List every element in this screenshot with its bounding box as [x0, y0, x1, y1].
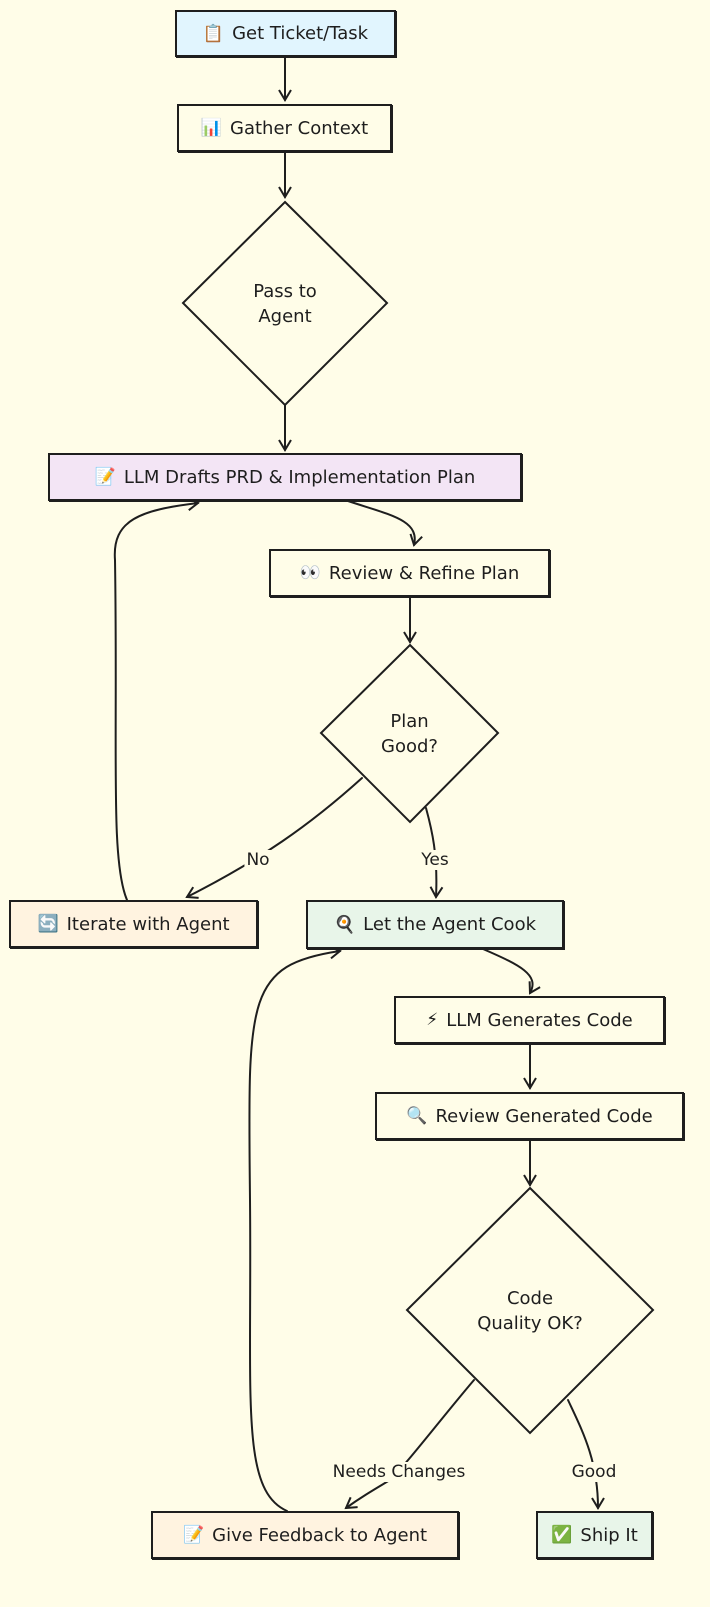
clipboard-icon: 📋 — [202, 23, 225, 44]
memo-icon: 📝 — [94, 467, 116, 487]
node-iterate[interactable]: 🔄 Iterate with Agent — [9, 900, 258, 948]
node-label: Give Feedback to Agent — [212, 1524, 428, 1546]
node-label: Iterate with Agent — [66, 913, 230, 935]
diamond-label-line2: Agent — [258, 305, 312, 327]
node-code-quality[interactable]: Code Quality OK? — [407, 1188, 653, 1433]
node-label: LLM Generates Code — [446, 1009, 633, 1031]
diamond-label-line1: Plan — [390, 710, 429, 732]
edge-label-needs-changes: Needs Changes — [330, 1462, 468, 1482]
node-gather-context[interactable]: 📊 Gather Context — [177, 104, 392, 152]
edge-plangood-no — [185, 777, 363, 899]
node-label: Gather Context — [230, 117, 369, 139]
check-mark-icon: ✅ — [551, 1525, 573, 1545]
edge-quality-good — [567, 1399, 605, 1510]
node-pass-to-agent[interactable]: Pass to Agent — [183, 202, 387, 405]
node-label: Let the Agent Cook — [363, 914, 537, 935]
node-label: Review Generated Code — [435, 1105, 653, 1127]
node-give-feedback[interactable]: 📝 Give Feedback to Agent — [151, 1511, 459, 1559]
edge-label-no: No — [244, 850, 272, 870]
node-label: Ship It — [580, 1524, 638, 1546]
edge-label-yes: Yes — [419, 850, 451, 870]
edge-feedback-to-cook — [248, 945, 342, 1512]
node-review-refine[interactable]: 👀 Review & Refine Plan — [269, 549, 550, 597]
node-label: LLM Drafts PRD & Implementation Plan — [123, 466, 476, 488]
eyes-icon: 👀 — [299, 563, 321, 583]
node-plan-good[interactable]: Plan Good? — [321, 645, 498, 822]
edge-drafts-to-review — [347, 500, 423, 547]
node-llm-generates[interactable]: ⚡ LLM Generates Code — [394, 996, 665, 1044]
diamond-code-quality-shape — [405, 1186, 655, 1435]
edge-cook-to-generates — [482, 948, 541, 995]
diamond-label-line2: Quality OK? — [477, 1312, 583, 1334]
node-get-ticket[interactable]: 📋 Get Ticket/Task — [175, 10, 396, 57]
frying-pan-icon: 🍳 — [333, 914, 356, 935]
bar-chart-icon: 📊 — [200, 118, 222, 138]
diamond-plan-good-shape — [319, 643, 500, 824]
node-label: Get Ticket/Task — [232, 23, 369, 44]
diamond-label-line1: Code — [506, 1287, 554, 1309]
node-review-code[interactable]: 🔍 Review Generated Code — [375, 1092, 684, 1140]
diamond-label-line1: Pass to — [253, 280, 317, 302]
node-llm-drafts[interactable]: 📝 LLM Drafts PRD & Implementation Plan — [48, 453, 522, 501]
node-ship-it[interactable]: ✅ Ship It — [536, 1511, 653, 1559]
edge-plangood-yes — [425, 807, 444, 899]
edge-label-good: Good — [569, 1462, 619, 1482]
node-agent-cook[interactable]: 🍳 Let the Agent Cook — [306, 900, 564, 949]
lightning-icon: ⚡ — [426, 1010, 439, 1030]
refresh-icon: 🔄 — [37, 914, 59, 934]
node-label: Review & Refine Plan — [328, 562, 520, 584]
magnifier-icon: 🔍 — [406, 1106, 428, 1126]
diamond-pass-to-agent-shape — [181, 200, 389, 407]
memo-icon: 📝 — [182, 1525, 205, 1545]
edge-iterate-to-drafts — [113, 497, 200, 901]
diamond-label-line2: Good? — [381, 735, 438, 757]
